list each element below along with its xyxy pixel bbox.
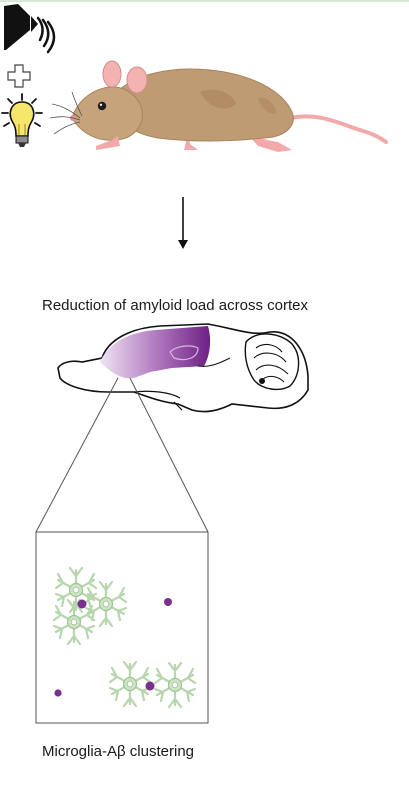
plus-icon <box>7 64 31 88</box>
top-rule <box>0 0 409 2</box>
mouse-illustration <box>49 60 388 152</box>
light-bulb-icon <box>1 93 43 147</box>
amyloid-plaque <box>77 599 87 609</box>
amyloid-plaque <box>164 598 172 606</box>
amyloid-plaque <box>54 689 62 697</box>
cerebellum-outline <box>244 333 300 391</box>
brain-caption: Reduction of amyloid load across cortex <box>42 297 308 314</box>
zoom-box <box>35 531 209 724</box>
microglia-cluster-upper <box>52 566 128 646</box>
arrow-down-icon <box>178 197 188 249</box>
microglia-cluster-lower <box>108 660 197 709</box>
zoom-lines <box>35 377 209 533</box>
brain-outline <box>57 323 309 413</box>
amyloid-plaque <box>145 681 155 691</box>
amyloid-gradient-region <box>100 326 211 379</box>
zoom-caption: Microglia-Aβ clustering <box>42 743 195 760</box>
speaker-icon <box>4 4 56 54</box>
